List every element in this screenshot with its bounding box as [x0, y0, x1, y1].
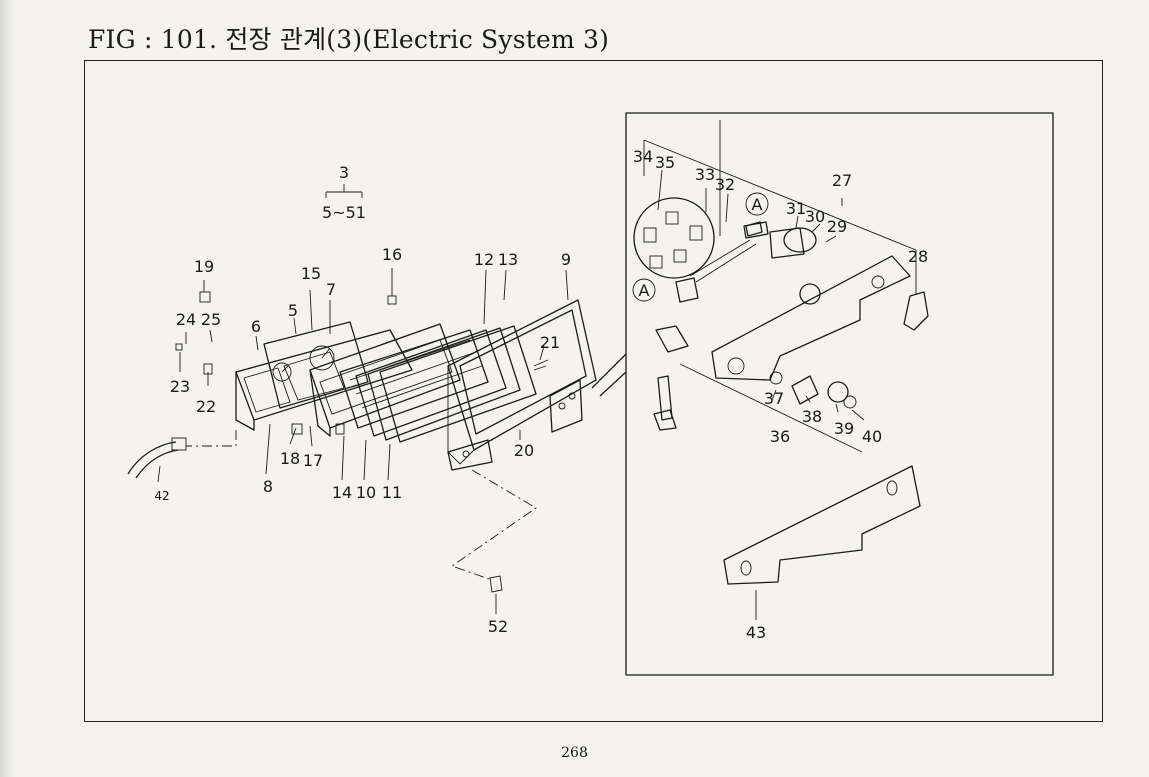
inset-leader [591, 353, 627, 397]
callout-8: 8 [263, 477, 273, 496]
callout-15: 15 [301, 264, 321, 283]
assembly-path [186, 430, 537, 581]
callout-31: 31 [786, 199, 806, 218]
inset-detail-frame [625, 112, 1054, 676]
diagram-frame [84, 60, 1103, 722]
leader-lines [157, 184, 569, 614]
callout-13: 13 [498, 250, 518, 269]
circuit-board [339, 329, 489, 429]
ignition-key [653, 325, 689, 431]
callout-11: 11 [382, 483, 402, 502]
inset-leader-lines [643, 120, 917, 620]
callout-18: 18 [280, 449, 300, 468]
gauge-panel [263, 321, 369, 409]
callout-14: 14 [332, 483, 352, 502]
callout-assembly: 3 [339, 163, 349, 182]
meter-hood-bezel [447, 299, 597, 471]
ignition-ring [799, 283, 821, 305]
steel-bracket-plate [723, 465, 921, 585]
figure-title-korean: 전장 관계(3) [225, 25, 363, 54]
callout-6: 6 [251, 317, 261, 336]
callout-23: 23 [170, 377, 190, 396]
page-binding-edge [0, 0, 16, 777]
callout-22: 22 [196, 397, 216, 416]
callout-28: 28 [908, 247, 928, 266]
callout-39: 39 [834, 419, 854, 438]
callout-29: 29 [827, 217, 847, 236]
bulb-socket [175, 291, 503, 593]
callout-33: 33 [695, 165, 715, 184]
knob-assembly [769, 371, 857, 409]
figure-number: FIG : 101. [88, 25, 218, 54]
switch-bracket [711, 255, 911, 381]
ignition-switch-housing [633, 197, 715, 279]
callout-12: 12 [474, 250, 494, 269]
detail-marker-lower: A [639, 281, 650, 300]
callout-16: 16 [382, 245, 402, 264]
lens-layer-1 [355, 329, 507, 437]
callout-9: 9 [561, 250, 571, 269]
ignition-lock-cylinder [675, 221, 817, 303]
callout-40: 40 [862, 427, 882, 446]
detail-marker-upper: A [752, 195, 763, 214]
callout-17: 17 [303, 451, 323, 470]
lens-layer-3 [379, 325, 537, 443]
page-number: 268 [561, 745, 588, 761]
key-clip [903, 291, 929, 331]
callout-42: 42 [154, 489, 169, 503]
callout-30: 30 [805, 207, 825, 226]
cluster-housing [309, 323, 461, 437]
detail-marker-circle-upper [745, 192, 769, 216]
callout-43: 43 [746, 623, 766, 642]
figure-title: FIG : 101. 전장 관계(3)(Electric System 3) [88, 20, 609, 56]
callout-38: 38 [802, 407, 822, 426]
callout-24: 24 [176, 310, 196, 329]
lens-layer-2 [367, 327, 521, 441]
callout-32: 32 [715, 175, 735, 194]
callout-27: 27 [832, 171, 852, 190]
callout-25: 25 [201, 310, 221, 329]
callout-5: 5 [288, 301, 298, 320]
callout-7: 7 [326, 280, 336, 299]
callout-21: 21 [540, 333, 560, 352]
figure-title-english: (Electric System 3) [362, 25, 610, 54]
detail-a-arrow [745, 221, 763, 237]
callout-assembly-range: 5~51 [322, 203, 366, 222]
cluster-rear-case [235, 329, 413, 431]
speedometer-cable [127, 437, 187, 479]
callout-35: 35 [655, 153, 675, 172]
callout-20: 20 [514, 441, 534, 460]
callout-10: 10 [356, 483, 376, 502]
callout-37: 37 [764, 389, 784, 408]
detail-marker-circle-lower [632, 278, 656, 302]
callout-19: 19 [194, 257, 214, 276]
callout-52: 52 [488, 617, 508, 636]
callout-36: 36 [770, 427, 790, 446]
callout-34: 34 [633, 147, 653, 166]
